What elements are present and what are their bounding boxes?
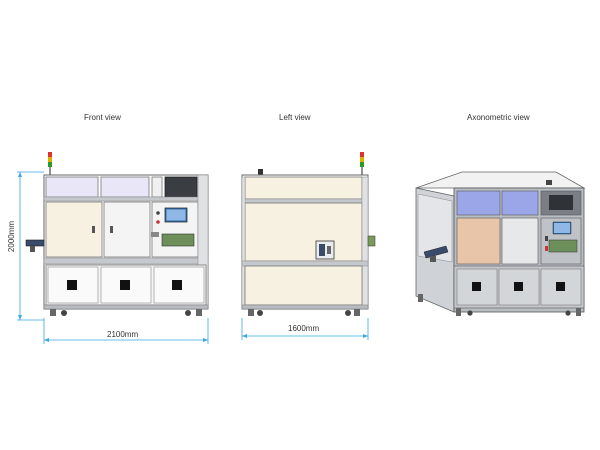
- front-view-drawing: [25, 152, 209, 316]
- front-door-middle: [103, 201, 151, 258]
- side-width-dimension-label: 1600mm: [288, 324, 320, 333]
- left-center-module: [315, 240, 335, 260]
- front-signal-tower: [48, 152, 52, 175]
- front-side-attachment: [25, 239, 45, 252]
- left-side-panel: [244, 202, 363, 262]
- front-view-label: Front view: [84, 113, 121, 122]
- left-signal-tower: [360, 152, 364, 175]
- left-view-label: Left view: [279, 113, 311, 122]
- front-tray: [161, 233, 195, 247]
- front-top-window-2: [100, 176, 150, 198]
- front-width-dimension-label: 2100mm: [107, 330, 139, 339]
- axo-door-left: [456, 217, 501, 265]
- axo-window-1: [456, 190, 501, 216]
- front-top-panel: [151, 176, 163, 198]
- axo-side-attachment: [423, 245, 449, 262]
- axonometric-view-label: Axonometric view: [467, 113, 530, 122]
- left-top-panel: [244, 176, 363, 200]
- front-dimension-lines: [17, 171, 209, 344]
- axo-window-2: [501, 190, 539, 216]
- axo-top-surface: [415, 171, 586, 189]
- front-top-monitor: [164, 176, 198, 198]
- front-top-window-1: [45, 176, 99, 198]
- left-view-drawing: [241, 152, 376, 316]
- left-dimension-lines: [241, 318, 369, 340]
- axo-door-middle: [501, 217, 539, 265]
- axonometric-view-drawing: [415, 171, 586, 316]
- left-lower-panel: [244, 265, 363, 306]
